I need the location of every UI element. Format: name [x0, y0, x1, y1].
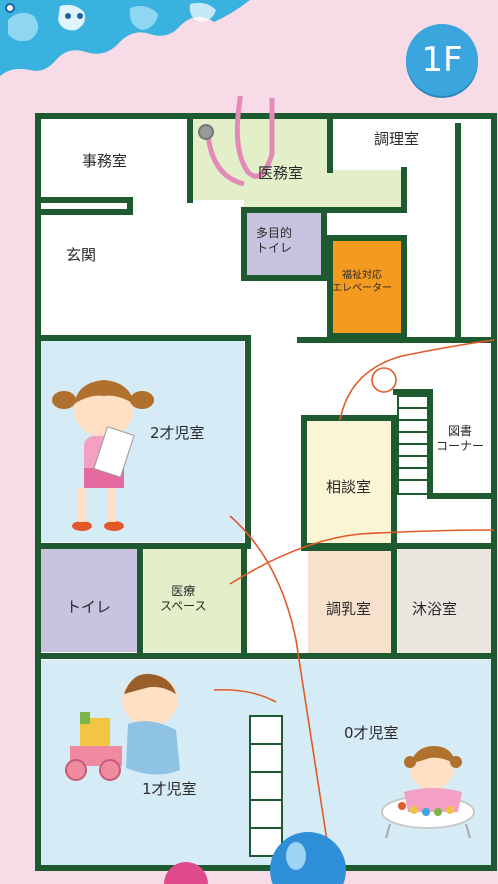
care-space-room	[144, 548, 242, 652]
infant-walker-icon	[381, 746, 475, 839]
toilet-label: トイレ	[66, 598, 112, 616]
care-space-label: 医療 スペース	[160, 584, 207, 613]
floor-badge: 1F	[406, 24, 478, 96]
medical-room	[190, 118, 404, 210]
walls	[35, 113, 497, 871]
library-label: 図書 コーナー	[436, 424, 485, 453]
multi-toilet-room	[246, 212, 324, 276]
stethoscope-icon	[198, 96, 275, 187]
elevator-room	[330, 238, 402, 334]
kitchen-shelf	[460, 126, 492, 330]
balloon-icon	[164, 832, 346, 884]
baby-illustration-icon	[65, 673, 180, 781]
milk-room	[308, 550, 392, 654]
office-room	[40, 118, 190, 200]
decorative-threads	[213, 339, 495, 861]
entrance-label: 玄関	[66, 246, 97, 264]
puzzle-logo-icon	[0, 0, 250, 76]
girl-illustration-icon	[52, 380, 154, 531]
bath-room	[398, 546, 492, 654]
consult-label: 相談室	[326, 478, 372, 496]
elevator-label: 福祉対応 エレベーター	[332, 270, 392, 294]
stairs-icon	[249, 395, 429, 857]
bath-label: 沐浴室	[412, 600, 458, 618]
room-0yo-label: 0才児室	[344, 724, 399, 742]
kitchen-label: 調理室	[374, 130, 420, 148]
room-1yo-label: 1才児室	[142, 780, 197, 798]
milk-label: 調乳室	[326, 600, 372, 618]
consult-room	[308, 420, 392, 544]
toilet-room	[40, 548, 138, 652]
medical-label: 医務室	[258, 164, 304, 182]
room-2yo-label: 2才児室	[150, 424, 205, 442]
office-label: 事務室	[82, 152, 128, 170]
multi-toilet-label: 多目的 トイレ	[256, 226, 293, 255]
room-2yo	[40, 340, 244, 542]
